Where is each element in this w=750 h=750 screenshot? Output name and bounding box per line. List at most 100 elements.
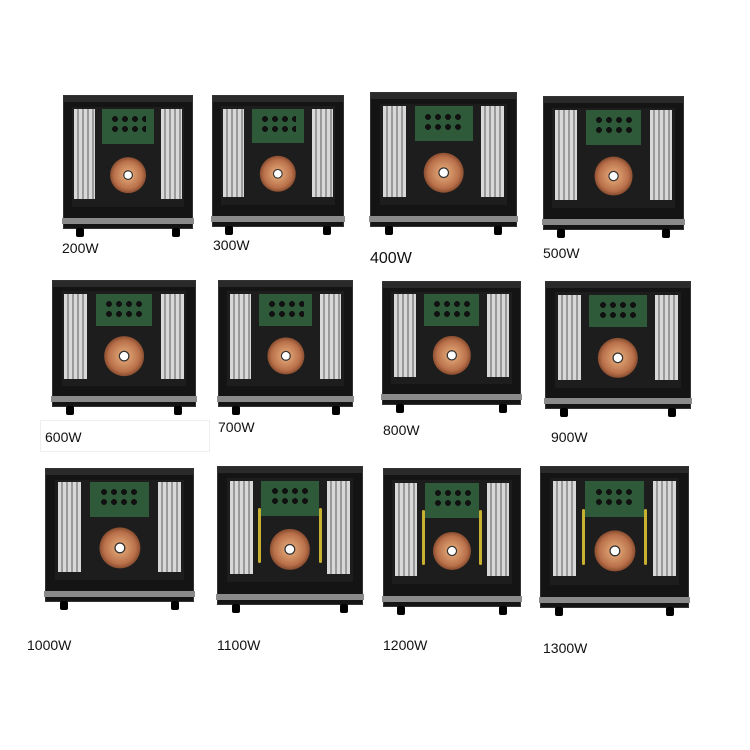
heatsink-right bbox=[327, 480, 351, 574]
power-label: 200W bbox=[62, 240, 99, 256]
chassis bbox=[544, 281, 692, 409]
wire bbox=[422, 510, 426, 565]
toroidal-transformer bbox=[593, 530, 636, 572]
amplifier-image bbox=[211, 95, 345, 235]
heatsink-left bbox=[557, 294, 581, 381]
power-label: 300W bbox=[213, 237, 250, 253]
wire bbox=[582, 509, 586, 565]
chassis bbox=[369, 92, 518, 227]
foot bbox=[554, 607, 563, 616]
rim bbox=[384, 469, 520, 475]
chassis bbox=[51, 280, 197, 407]
chassis bbox=[217, 280, 354, 407]
heatsink-right bbox=[487, 294, 510, 378]
foot bbox=[231, 406, 240, 415]
amplifier-image bbox=[539, 466, 690, 616]
chassis bbox=[381, 281, 522, 405]
foot bbox=[172, 228, 180, 237]
chassis bbox=[216, 466, 364, 605]
foot bbox=[499, 606, 508, 615]
rim bbox=[544, 97, 683, 103]
foot bbox=[494, 226, 503, 235]
front bbox=[62, 218, 194, 224]
amplifier-image bbox=[62, 95, 194, 237]
amplifier-image bbox=[51, 280, 197, 415]
foot bbox=[171, 601, 180, 610]
heatsink-left bbox=[57, 482, 82, 572]
capacitors bbox=[423, 111, 464, 133]
heatsink-right bbox=[487, 482, 510, 576]
heatsink-right bbox=[161, 109, 182, 199]
power-label: 600W bbox=[45, 429, 82, 445]
foot bbox=[666, 607, 675, 616]
chassis bbox=[44, 468, 195, 602]
amplifier-image bbox=[216, 466, 364, 613]
chassis bbox=[382, 468, 522, 607]
power-label: 700W bbox=[218, 419, 255, 435]
toroidal-transformer bbox=[104, 336, 144, 376]
heatsink-right bbox=[311, 109, 333, 198]
amplifier-image bbox=[217, 280, 354, 415]
rim bbox=[383, 282, 520, 288]
front bbox=[211, 216, 345, 222]
front bbox=[382, 596, 522, 602]
chassis bbox=[211, 95, 345, 227]
rim bbox=[218, 467, 362, 473]
capacitors bbox=[104, 298, 144, 319]
heatsink-left bbox=[229, 480, 253, 574]
chassis bbox=[62, 95, 194, 229]
heatsink-left bbox=[394, 482, 417, 576]
chassis bbox=[542, 96, 685, 230]
amplifier-image bbox=[381, 281, 522, 413]
power-label: 800W bbox=[383, 422, 420, 438]
heatsink-left bbox=[552, 481, 577, 577]
foot bbox=[173, 406, 182, 415]
foot bbox=[499, 404, 508, 413]
foot bbox=[384, 226, 393, 235]
toroidal-transformer bbox=[432, 336, 471, 375]
rim bbox=[371, 93, 516, 99]
foot bbox=[331, 406, 340, 415]
capacitors bbox=[259, 114, 297, 135]
capacitors bbox=[597, 299, 639, 320]
capacitors bbox=[110, 114, 146, 136]
label-background bbox=[40, 420, 210, 452]
rim bbox=[213, 96, 343, 102]
front bbox=[369, 216, 518, 222]
foot bbox=[340, 604, 349, 613]
heatsink-left bbox=[393, 294, 416, 378]
capacitors bbox=[269, 486, 311, 509]
toroidal-transformer bbox=[98, 527, 141, 569]
heatsink-right bbox=[655, 294, 679, 381]
rim bbox=[46, 469, 193, 475]
front bbox=[216, 594, 364, 600]
power-label: 400W bbox=[370, 250, 412, 267]
power-label: 1000W bbox=[27, 637, 72, 653]
wire bbox=[258, 508, 262, 563]
amplifier-image bbox=[542, 96, 685, 238]
capacitors bbox=[432, 299, 471, 319]
front bbox=[544, 398, 692, 404]
foot bbox=[225, 226, 234, 235]
foot bbox=[59, 601, 68, 610]
foot bbox=[661, 229, 670, 238]
capacitors bbox=[266, 298, 305, 319]
capacitors bbox=[432, 488, 472, 511]
rim bbox=[541, 467, 688, 473]
foot bbox=[76, 228, 84, 237]
foot bbox=[557, 229, 566, 238]
amplifier-image bbox=[544, 281, 692, 417]
power-label: 500W bbox=[543, 245, 580, 261]
heatsink-right bbox=[320, 293, 342, 379]
heatsink-right bbox=[652, 481, 677, 577]
foot bbox=[668, 408, 677, 417]
front bbox=[51, 396, 197, 402]
foot bbox=[559, 408, 568, 417]
rim bbox=[64, 96, 192, 102]
toroidal-transformer bbox=[269, 529, 311, 570]
toroidal-transformer bbox=[110, 157, 146, 194]
wire bbox=[643, 509, 647, 565]
front bbox=[217, 396, 354, 402]
toroidal-transformer bbox=[259, 155, 297, 193]
heatsink-left bbox=[555, 110, 578, 200]
